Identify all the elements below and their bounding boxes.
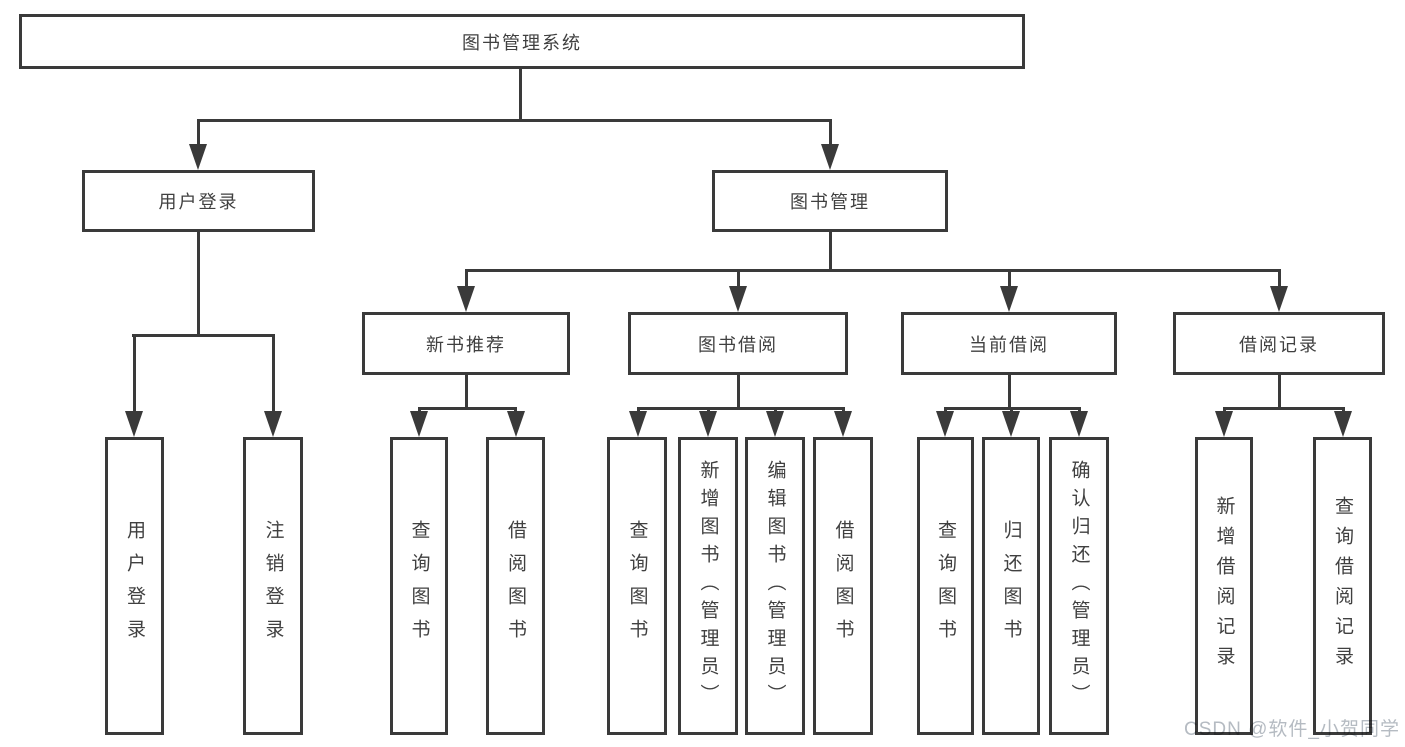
leaf-label: 新增图书（管理员） bbox=[697, 460, 719, 712]
connector-line bbox=[1008, 269, 1011, 291]
leaf-logout: 注销登录 bbox=[243, 437, 303, 735]
leaf-borrow-books-borrow: 借阅图书 bbox=[813, 437, 873, 735]
leaf-confirm-return-admin: 确认归还（管理员） bbox=[1049, 437, 1109, 735]
leaf-label: 新增借阅记录 bbox=[1213, 496, 1235, 676]
watermark: CSDN @软件_小贺同学 bbox=[1184, 719, 1400, 740]
arrow-down-icon bbox=[264, 411, 282, 437]
leaf-label: 确认归还（管理员） bbox=[1068, 460, 1090, 712]
connector-line bbox=[197, 119, 200, 147]
arrow-down-icon bbox=[125, 411, 143, 437]
connector-line bbox=[1008, 375, 1011, 410]
arrow-down-icon bbox=[699, 411, 717, 437]
leaf-return-books: 归还图书 bbox=[982, 437, 1040, 735]
arrow-down-icon bbox=[834, 411, 852, 437]
connector-line bbox=[272, 334, 275, 414]
leaf-label: 借阅图书 bbox=[505, 520, 526, 652]
arrow-down-icon bbox=[410, 411, 428, 437]
leaf-label: 归还图书 bbox=[1000, 520, 1022, 652]
connector-line bbox=[519, 69, 522, 122]
leaf-label: 查询图书 bbox=[626, 520, 648, 652]
connector-line bbox=[1278, 269, 1281, 291]
arrow-down-icon bbox=[507, 411, 525, 437]
connector-line bbox=[1278, 375, 1281, 410]
connector-line bbox=[197, 119, 832, 122]
node-user-login: 用户登录 bbox=[82, 170, 315, 232]
leaf-label: 查询图书 bbox=[935, 520, 956, 652]
leaf-query-books-borrow: 查询图书 bbox=[607, 437, 667, 735]
connector-line bbox=[637, 407, 844, 410]
connector-line bbox=[829, 232, 832, 272]
leaf-label: 查询借阅记录 bbox=[1332, 496, 1353, 676]
leaf-label: 编辑图书（管理员） bbox=[764, 460, 786, 712]
leaf-user-login: 用户登录 bbox=[105, 437, 164, 735]
connector-line bbox=[737, 269, 740, 291]
leaf-query-borrow-record: 查询借阅记录 bbox=[1313, 437, 1372, 735]
leaf-label: 用户登录 bbox=[124, 520, 145, 652]
connector-line bbox=[1223, 407, 1345, 410]
arrow-down-icon bbox=[1270, 286, 1288, 312]
leaf-query-books-current: 查询图书 bbox=[917, 437, 974, 735]
node-borrow-records: 借阅记录 bbox=[1173, 312, 1385, 375]
arrow-down-icon bbox=[629, 411, 647, 437]
arrow-down-icon bbox=[766, 411, 784, 437]
leaf-label: 借阅图书 bbox=[832, 520, 854, 652]
arrow-down-icon bbox=[457, 286, 475, 312]
connector-line bbox=[829, 119, 832, 147]
leaf-edit-book-admin: 编辑图书（管理员） bbox=[745, 437, 805, 735]
arrow-down-icon bbox=[1002, 411, 1020, 437]
connector-line bbox=[133, 334, 136, 414]
connector-line bbox=[465, 269, 468, 291]
leaf-add-borrow-record: 新增借阅记录 bbox=[1195, 437, 1253, 735]
connector-line bbox=[737, 375, 740, 410]
leaf-query-books-recommend: 查询图书 bbox=[390, 437, 448, 735]
leaf-label: 查询图书 bbox=[408, 520, 430, 652]
connector-line bbox=[132, 334, 275, 337]
arrow-down-icon bbox=[189, 144, 207, 170]
connector-line bbox=[418, 407, 517, 410]
node-book-borrow: 图书借阅 bbox=[628, 312, 848, 375]
arrow-down-icon bbox=[1070, 411, 1088, 437]
connector-line bbox=[465, 269, 1281, 272]
connector-line bbox=[465, 375, 468, 410]
connector-line bbox=[197, 232, 200, 337]
arrow-down-icon bbox=[936, 411, 954, 437]
node-new-book-recommend: 新书推荐 bbox=[362, 312, 570, 375]
node-library-system: 图书管理系统 bbox=[19, 14, 1025, 69]
arrow-down-icon bbox=[1215, 411, 1233, 437]
node-book-management: 图书管理 bbox=[712, 170, 948, 232]
arrow-down-icon bbox=[729, 286, 747, 312]
leaf-borrow-books-recommend: 借阅图书 bbox=[486, 437, 545, 735]
node-current-borrow: 当前借阅 bbox=[901, 312, 1117, 375]
leaf-add-book-admin: 新增图书（管理员） bbox=[678, 437, 738, 735]
arrow-down-icon bbox=[821, 144, 839, 170]
arrow-down-icon bbox=[1334, 411, 1352, 437]
arrow-down-icon bbox=[1000, 286, 1018, 312]
leaf-label: 注销登录 bbox=[262, 520, 284, 652]
